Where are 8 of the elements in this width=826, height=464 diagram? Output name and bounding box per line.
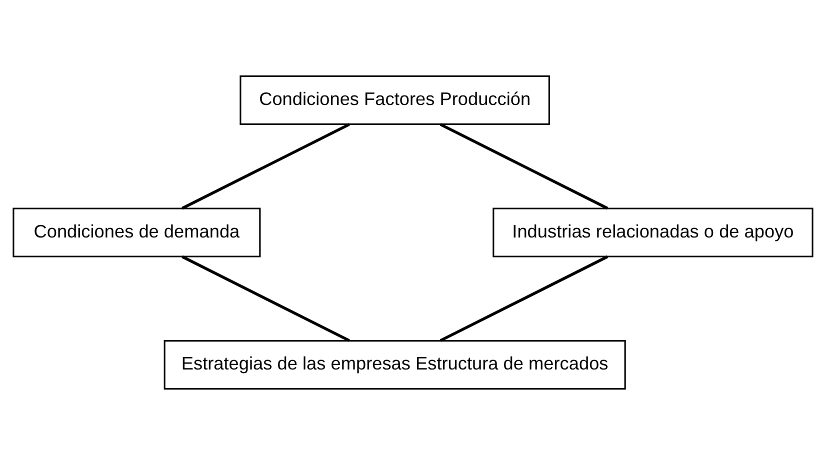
node-box: Estrategias de las empresas Estructura de mercados: [164, 340, 626, 390]
node-box: Condiciones Factores Producción: [240, 74, 550, 124]
node-box: Condiciones de demanda: [12, 207, 261, 257]
connector: [182, 122, 350, 210]
connector: [182, 254, 350, 342]
connector: [440, 122, 608, 210]
node-box: Industrias relacionadas o de apoyo: [492, 207, 814, 257]
connector: [440, 254, 608, 342]
